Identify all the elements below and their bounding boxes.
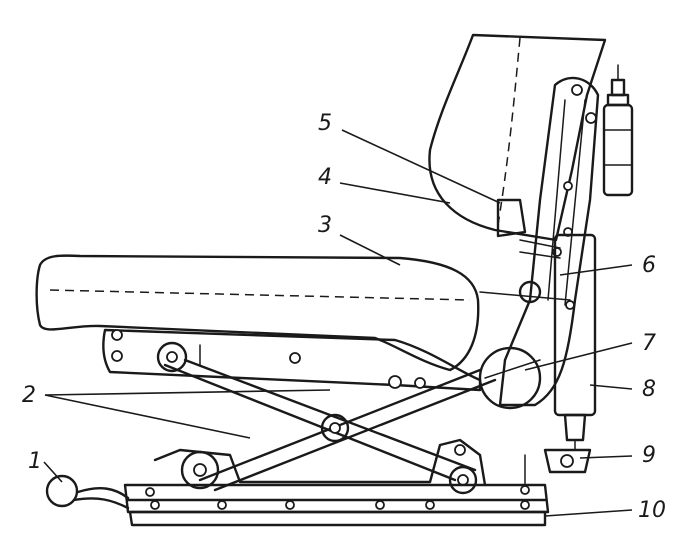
- adjustment-handle: [45, 474, 130, 510]
- callout-10: 10: [638, 498, 666, 523]
- callout-3: 3: [318, 213, 332, 238]
- base-bracket: [153, 438, 487, 487]
- callout-5: 5: [318, 111, 332, 136]
- scissor-arms: [163, 358, 497, 495]
- backrest-cushion: [428, 33, 607, 242]
- callout-4: 4: [318, 165, 332, 190]
- backrest-adjuster: [602, 64, 634, 197]
- callout-7: 7: [642, 331, 656, 356]
- callout-8: 8: [642, 377, 656, 402]
- tilt-lock-disc: [478, 280, 571, 410]
- callout-6: 6: [642, 253, 656, 278]
- leader-lines: [43, 129, 633, 517]
- seat-cushion: [35, 254, 480, 372]
- slide-rail: [123, 483, 550, 527]
- callout-9: 9: [642, 443, 656, 468]
- seat-pivot: [156, 341, 188, 373]
- callout-1: 1: [28, 449, 42, 474]
- callout-2: 2: [22, 383, 36, 408]
- callout-labels: 1 2 3 4 5 6 7 8 9 10: [22, 111, 666, 523]
- tilt-lever: [496, 198, 561, 259]
